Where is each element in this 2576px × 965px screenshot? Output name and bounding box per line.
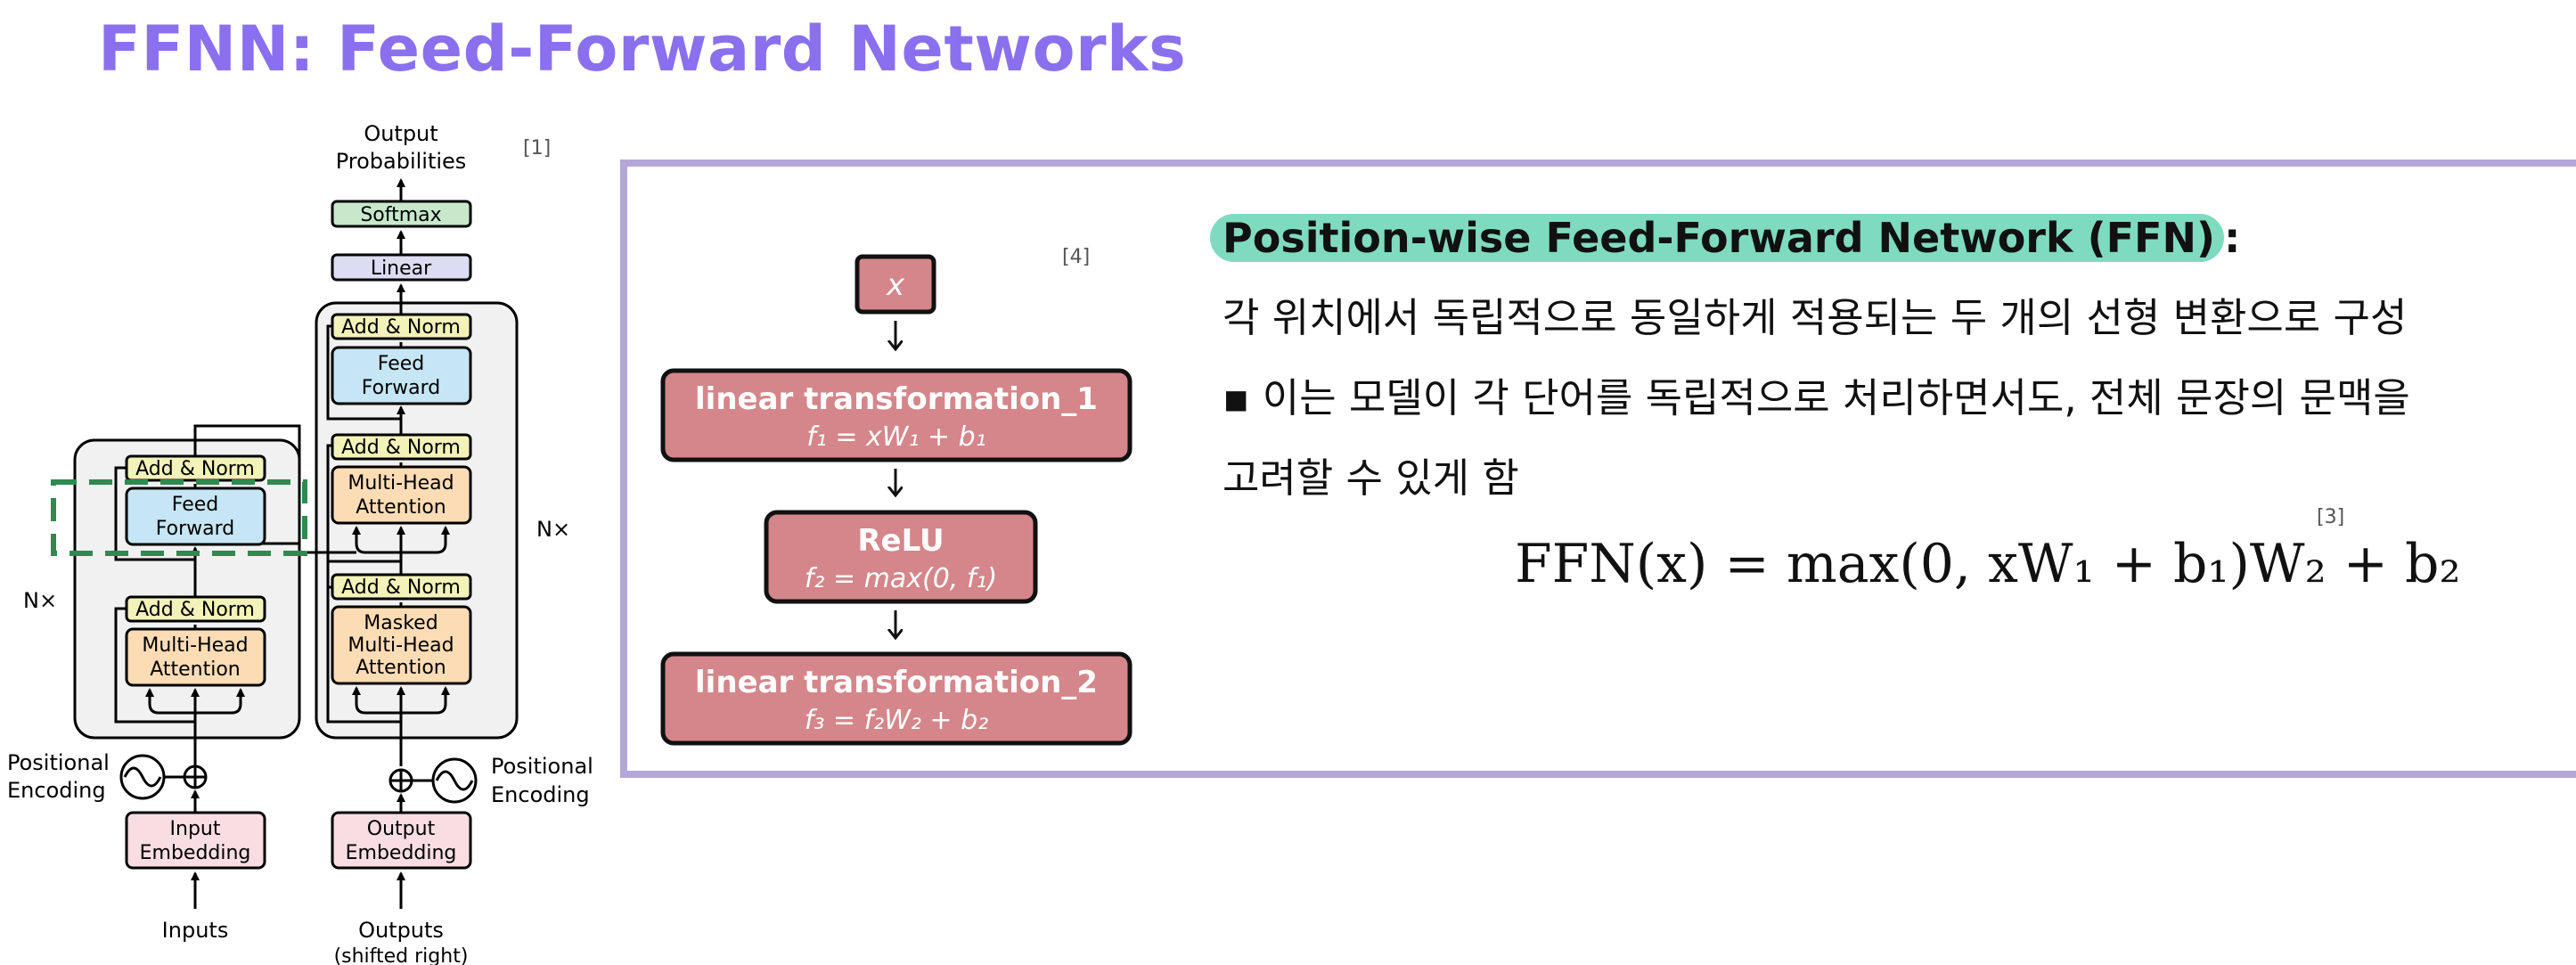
x-box: [855, 254, 936, 315]
svg-text:Add & Norm: Add & Norm: [341, 316, 461, 339]
svg-text:f₂ = max(0, f₁): f₂ = max(0, f₁): [805, 563, 997, 594]
svg-text:Add & Norm: Add & Norm: [341, 437, 461, 459]
svg-text:Masked: Masked: [364, 612, 438, 634]
reference-1: [1]: [523, 137, 551, 159]
encoder-block: [73, 438, 301, 740]
svg-text:Forward: Forward: [362, 377, 440, 399]
encoder-multi-head-attention: [125, 627, 266, 687]
outputs-label: Outputs: [358, 918, 444, 943]
svg-text:ReLU: ReLU: [857, 523, 944, 559]
svg-text:f₁ = xW₁ + b₁: f₁ = xW₁ + b₁: [806, 421, 986, 453]
ffn-highlight-dashed: [51, 479, 307, 556]
svg-text:Attention: Attention: [356, 496, 446, 519]
svg-text:Multi-Head: Multi-Head: [142, 634, 248, 657]
svg-text:f₃ = f₂W₂ + b₂: f₃ = f₂W₂ + b₂: [805, 705, 988, 736]
svg-text:Forward: Forward: [156, 518, 234, 540]
svg-text:Add & Norm: Add & Norm: [341, 577, 461, 599]
encoder-positional-label: Encoding: [7, 778, 106, 803]
svg-text:Feed: Feed: [172, 494, 219, 516]
linear-transformation-2-box: [660, 651, 1133, 746]
encoder-positional-label: Positional: [7, 750, 110, 775]
decoder-positional-label: Encoding: [491, 782, 590, 807]
encoder-nx-label: N×: [23, 588, 57, 613]
svg-text:Multi-Head: Multi-Head: [348, 472, 454, 495]
svg-text:Add & Norm: Add & Norm: [135, 458, 255, 480]
ffn-formula: FFN(x) = max(0, xW₁ + b₁)W₂ + b₂: [1515, 533, 2461, 595]
svg-text:Attention: Attention: [150, 658, 241, 681]
decoder-masked-attention: [331, 605, 472, 685]
output-embedding-box: [331, 811, 472, 870]
svg-text:Linear: Linear: [371, 258, 432, 280]
svg-text:Add & Norm: Add & Norm: [135, 599, 255, 621]
svg-text:Output: Output: [367, 818, 436, 840]
linear-box: [331, 253, 472, 282]
svg-text:Embedding: Embedding: [140, 842, 251, 864]
decoder-multi-head-attention: [331, 465, 472, 525]
description-line-1: 각 위치에서 독립적으로 동일하게 적용되는 두 개의 선형 변환으로 구성: [1223, 294, 2408, 341]
output-probabilities-label: Output: [364, 121, 438, 146]
ffn-heading: Position-wise Feed-Forward Network (FFN)…: [1210, 212, 2240, 264]
encoder-feed-forward: [125, 487, 266, 546]
reference-4: [4]: [1062, 246, 1090, 268]
svg-text:linear transformation_2: linear transformation_2: [695, 665, 1098, 700]
svg-text:Embedding: Embedding: [346, 842, 457, 864]
input-embedding-box: [125, 811, 266, 870]
svg-text:Input: Input: [170, 818, 221, 840]
output-probabilities-label: Probabilities: [336, 149, 467, 174]
inputs-label: Inputs: [162, 918, 229, 943]
description-line-2: ▪ 이는 모델이 각 단어를 독립적으로 처리하면서도, 전체 문장의 문맥을: [1223, 374, 2410, 421]
reference-3: [3]: [2317, 506, 2345, 528]
linear-transformation-1-box: [660, 368, 1133, 462]
svg-text:linear transformation_1: linear transformation_1: [695, 381, 1098, 417]
decoder-nx-label: N×: [536, 517, 570, 542]
ffn-flow-diagram: [4] x linear transformation_1 f₁ = xW₁ +…: [660, 246, 1133, 746]
outputs-label: (shifted right): [334, 945, 469, 965]
svg-text:Attention: Attention: [356, 657, 446, 679]
transformer-diagram: Output Probabilities [1] Softmax Linear …: [7, 121, 593, 965]
ffn-heading-colon: :: [2223, 214, 2241, 262]
relu-box: [764, 510, 1038, 604]
svg-text:x: x: [886, 267, 905, 303]
svg-text:Multi-Head: Multi-Head: [348, 634, 454, 657]
description-line-3: 고려할 수 있게 함: [1223, 454, 1519, 502]
decoder-positional-label: Positional: [491, 754, 593, 779]
svg-text:Softmax: Softmax: [360, 204, 441, 226]
svg-text:Feed: Feed: [378, 353, 425, 375]
ffn-heading-highlight: Position-wise Feed-Forward Network (FFN): [1210, 214, 2224, 262]
softmax-box: [331, 200, 472, 228]
page-title: FFNN: Feed-Forward Networks: [98, 12, 1187, 86]
decoder-feed-forward: [331, 346, 472, 405]
